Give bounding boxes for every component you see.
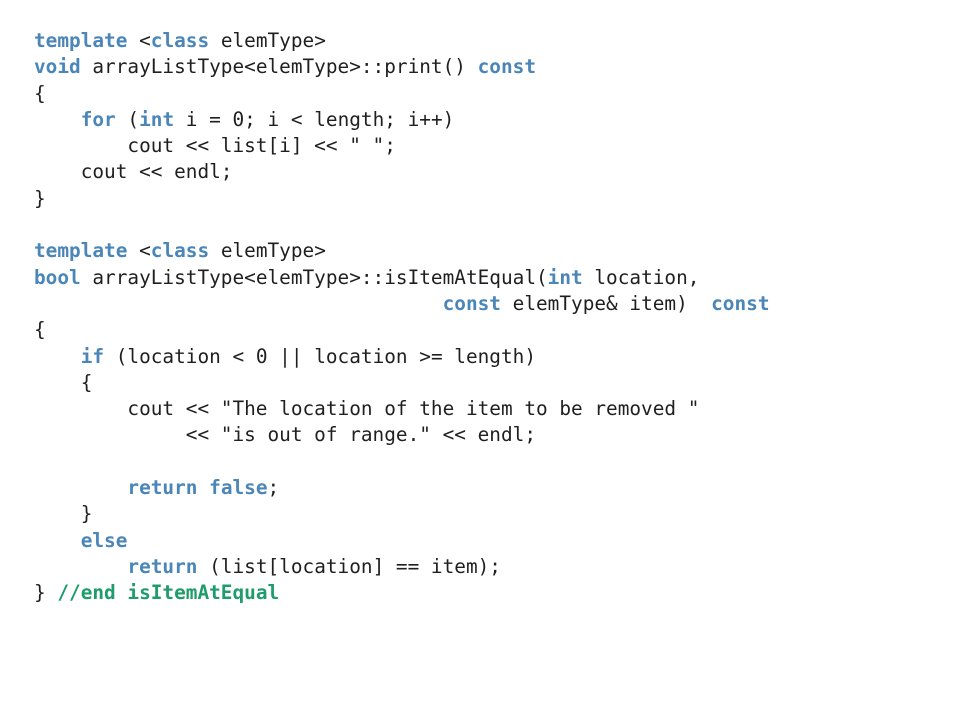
code-text: } <box>34 502 93 526</box>
code-line: for (int i = 0; i < length; i++) <box>34 107 770 133</box>
code-line: << "is out of range." << endl; <box>34 422 770 448</box>
code-keyword: false <box>209 476 268 500</box>
code-text: { <box>34 81 46 105</box>
code-text: } <box>34 581 58 605</box>
code-text: ; <box>267 476 280 500</box>
code-text <box>34 108 81 131</box>
code-text <box>34 555 127 578</box>
code-keyword: void <box>34 55 81 79</box>
code-keyword: const <box>711 291 770 315</box>
code-keyword: int <box>139 107 175 131</box>
code-text: << "is out of range." << endl; <box>34 423 536 447</box>
code-text: < <box>127 239 151 263</box>
code-text: cout << list[i] << " "; <box>34 134 396 158</box>
code-comment: //end isItemAtEqual <box>57 581 280 605</box>
code-line: template <class elemType> <box>34 238 770 264</box>
code-line: } <box>34 501 770 527</box>
code-line <box>34 449 770 475</box>
code-text <box>34 476 127 499</box>
code-text: (location < 0 || location >= length) <box>104 344 537 368</box>
code-line <box>34 212 770 238</box>
code-line: return false; <box>34 475 770 501</box>
code-text: cout << "The location of the item to be … <box>34 397 700 421</box>
code-line: const elemType& item) const <box>34 291 770 317</box>
code-line: cout << endl; <box>34 159 770 185</box>
code-block: template <class elemType>void arrayListT… <box>34 28 770 607</box>
code-line: template <class elemType> <box>34 28 770 54</box>
code-keyword: const <box>442 291 501 315</box>
code-line: } <box>34 186 770 212</box>
code-keyword: const <box>477 55 536 79</box>
code-text: { <box>34 370 93 394</box>
code-text: elemType> <box>209 239 326 263</box>
code-keyword: else <box>80 528 128 552</box>
code-text <box>34 345 81 368</box>
code-line: else <box>34 528 770 554</box>
code-keyword: if <box>80 344 105 368</box>
code-line: bool arrayListType<elemType>::isItemAtEq… <box>34 265 770 291</box>
code-line: cout << list[i] << " "; <box>34 133 770 159</box>
code-line: return (list[location] == item); <box>34 554 770 580</box>
code-keyword: bool <box>34 265 81 289</box>
code-text: cout << endl; <box>34 160 233 184</box>
code-keyword: template <box>34 29 128 52</box>
code-line: } //end isItemAtEqual <box>34 580 770 606</box>
code-text: { <box>34 318 46 342</box>
code-line: cout << "The location of the item to be … <box>34 396 770 422</box>
code-text: location, <box>582 265 700 289</box>
code-text <box>34 529 81 552</box>
code-keyword: return <box>127 476 198 500</box>
code-text: elemType& item) <box>500 291 712 315</box>
code-line: { <box>34 317 770 343</box>
code-text: (list[location] == item); <box>197 554 501 578</box>
code-line: { <box>34 81 770 107</box>
code-text: < <box>127 29 151 52</box>
code-keyword: return <box>127 554 198 578</box>
code-text <box>197 476 209 499</box>
code-text <box>34 292 443 315</box>
code-line: if (location < 0 || location >= length) <box>34 344 770 370</box>
code-text: arrayListType<elemType>::print() <box>80 55 478 79</box>
code-text: ( <box>115 107 140 131</box>
code-keyword: class <box>150 29 210 52</box>
code-text: i = 0; i < length; i++) <box>174 107 455 131</box>
code-keyword: for <box>80 107 116 131</box>
code-text: arrayListType<elemType>::isItemAtEqual( <box>80 265 548 289</box>
code-text: elemType> <box>209 29 326 52</box>
code-keyword: class <box>150 239 210 263</box>
code-text: } <box>34 186 46 210</box>
code-keyword: int <box>547 265 583 289</box>
code-line: void arrayListType<elemType>::print() co… <box>34 54 770 80</box>
code-line: { <box>34 370 770 396</box>
code-keyword: template <box>34 239 128 263</box>
